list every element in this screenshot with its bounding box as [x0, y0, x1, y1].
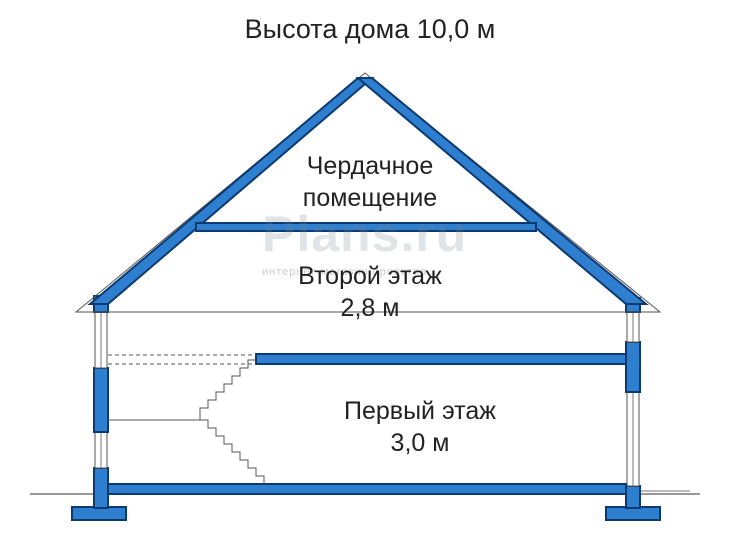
left-wall-mid — [93, 367, 109, 433]
staircase — [199, 359, 265, 484]
first-floor-height: 3,0 м — [390, 429, 450, 457]
attic-label-line1: Чердачное — [306, 152, 434, 180]
attic-label-line2: помещение — [302, 184, 438, 212]
collar-tie-beam — [195, 222, 537, 232]
ground-floor-slab — [107, 483, 627, 495]
second-floor-label: Второй этаж — [298, 262, 442, 290]
intermediate-floor-slab — [255, 353, 627, 365]
right-wall-base — [625, 485, 641, 509]
right-wall-mid — [625, 341, 641, 393]
watermark-tagline: интернет-магазин проектов — [262, 266, 427, 278]
second-floor-height: 2,8 м — [340, 294, 400, 322]
watermark-logo: Plans.ru — [262, 206, 468, 262]
first-floor-label: Первый этаж — [344, 397, 496, 425]
house-height-title: Высота дома 10,0 м — [244, 14, 496, 44]
roof-outline — [74, 72, 662, 313]
left-wall-base — [93, 467, 109, 509]
